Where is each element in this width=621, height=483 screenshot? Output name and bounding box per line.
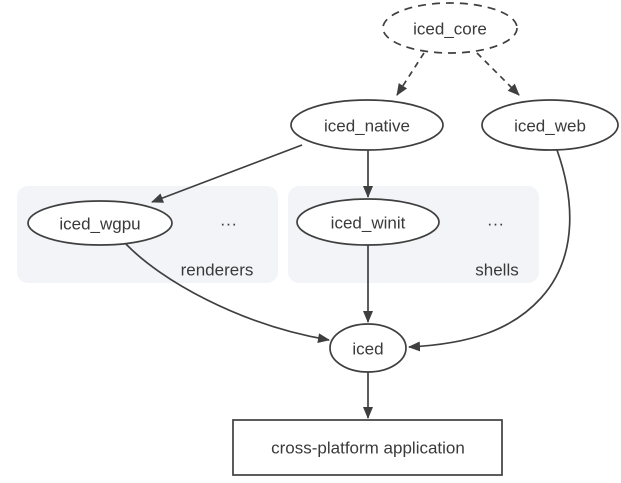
edge-iced-web-to-iced-arrow <box>408 149 571 352</box>
iced-core-label: iced_core <box>413 20 487 39</box>
edge-iced-wgpu-to-iced-arrow <box>124 242 330 344</box>
iced-label: iced <box>352 340 383 359</box>
iced-web-ellipse <box>481 99 619 151</box>
iced-web-label: iced_web <box>514 117 586 136</box>
edge-iced-core-to-iced-native-arrow <box>396 52 425 96</box>
node-iced-web: iced_web <box>481 99 619 151</box>
node-iced-core: iced_core <box>382 2 518 54</box>
renderers-group-label: renderers <box>181 261 254 280</box>
iced-winit-ellipse <box>296 198 440 246</box>
iced-core-ellipse <box>382 2 518 54</box>
iced-winit-label: iced_winit <box>331 214 406 233</box>
iced-native-ellipse <box>290 99 444 151</box>
node-iced: iced <box>329 323 407 373</box>
node-cross-platform-application: cross-platform application <box>232 419 503 476</box>
iced-wgpu-ellipse <box>27 200 173 246</box>
node-iced-winit: iced_winit <box>296 198 440 246</box>
node-iced-native: iced_native <box>290 99 444 151</box>
node-iced-wgpu: iced_wgpu <box>27 200 173 246</box>
iced-wgpu-label: iced_wgpu <box>59 215 140 234</box>
shells-group-label: shells <box>475 261 518 280</box>
edge-iced-core-to-iced-web-arrow <box>476 52 520 96</box>
shells-ellipsis: ... <box>487 211 504 230</box>
application-label: cross-platform application <box>271 439 465 458</box>
application-rect <box>232 419 503 476</box>
iced-native-label: iced_native <box>324 117 410 136</box>
renderers-ellipsis: ... <box>220 211 237 230</box>
edge-iced-native-to-iced-wgpu-arrow <box>151 144 303 203</box>
iced-ellipse <box>329 323 407 373</box>
